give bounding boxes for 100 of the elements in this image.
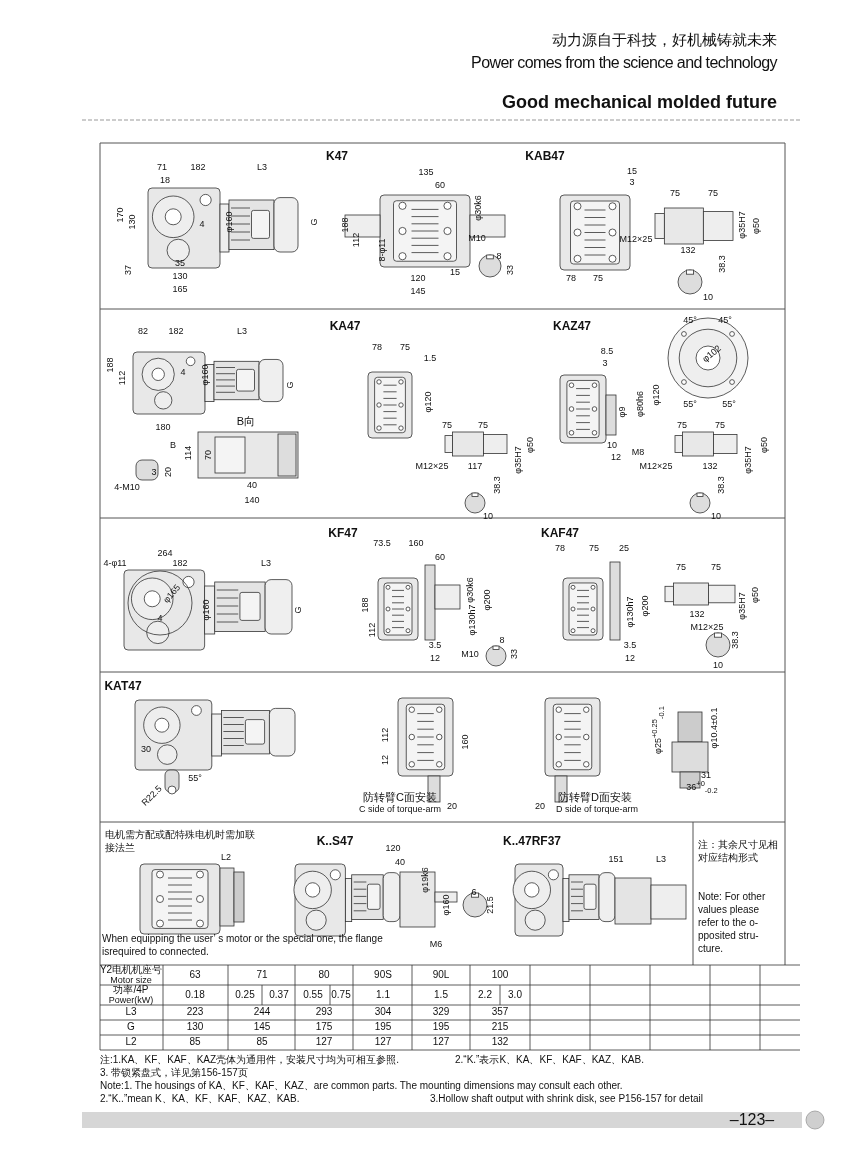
- table-value: 1.5: [434, 990, 448, 1000]
- dimension-label: φ200: [482, 589, 492, 611]
- dimension-label: 8: [499, 635, 505, 645]
- table-value: 244: [253, 1007, 271, 1017]
- dimension-label: L3: [257, 162, 267, 172]
- dimension-label: L3: [656, 854, 666, 864]
- model-title: K47: [326, 150, 348, 162]
- dimension-label: 3.5: [623, 640, 637, 650]
- dimension-label: 182: [168, 326, 184, 336]
- dimension-label: M10: [468, 233, 486, 243]
- dimension-label: 40: [247, 480, 257, 490]
- dimension-label: 10: [711, 511, 721, 521]
- dimension-label: 8: [496, 251, 502, 261]
- dimension-label: 151: [608, 854, 624, 864]
- dimension-label: 3: [151, 467, 157, 477]
- footnote-text: 3. 带锁紧盘式，详见第156-157页: [100, 1068, 248, 1078]
- dimension-label: 75: [400, 342, 410, 352]
- dimension-label: 130: [172, 271, 188, 281]
- dimension-label: φ160: [441, 894, 451, 916]
- dimension-label: 33: [509, 649, 519, 659]
- dimension-label: φ19k6: [420, 867, 430, 893]
- table-value: 132: [491, 1037, 509, 1047]
- model-title: KAB47: [525, 150, 565, 162]
- dimension-label: 75: [589, 543, 599, 553]
- dimension-label: 4: [199, 219, 205, 229]
- dimension-label: 15: [450, 267, 460, 277]
- dimension-label: M12×25: [415, 461, 449, 471]
- table-value: 195: [432, 1022, 450, 1032]
- table-value: 63: [189, 970, 201, 980]
- dimension-label: 8-φ11: [377, 238, 387, 262]
- table-value: 100: [491, 970, 509, 980]
- dimension-label: G: [293, 606, 303, 614]
- dimension-label: 20: [163, 467, 173, 477]
- dimension-label: φ9: [617, 406, 627, 418]
- dimension-label: 188: [105, 357, 115, 373]
- dimension-label: L3: [261, 558, 271, 568]
- dimension-label: 37: [123, 265, 133, 275]
- table-value: 127: [432, 1037, 450, 1047]
- dimension-label: 182: [172, 558, 188, 568]
- dimension-label: φ160: [224, 211, 234, 233]
- dimension-label: 75: [711, 562, 721, 572]
- dimension-label: 55°: [188, 773, 202, 783]
- dimension-label: 160: [460, 734, 470, 750]
- dimension-label: 6: [471, 887, 477, 897]
- table-value: 80: [318, 970, 330, 980]
- footnote-text: 注:1.KA、KF、KAF、KAZ壳体为通用件，安装尺寸均为可相互参照.: [100, 1055, 399, 1065]
- dimension-label: 4-φ11: [103, 558, 127, 568]
- dimension-label: 3.5: [428, 640, 442, 650]
- dimension-label: L3: [237, 326, 247, 336]
- dimension-label: φ200: [640, 595, 650, 617]
- dimension-label: 12: [625, 653, 635, 663]
- dimension-label: M12×25: [639, 461, 673, 471]
- table-value: Power(kW): [108, 995, 154, 1005]
- dimension-label: 75: [708, 188, 718, 198]
- dimension-label: 82: [138, 326, 148, 336]
- dimension-label: L2: [221, 852, 231, 862]
- dimension-label: 135: [418, 167, 434, 177]
- dimension-label: φ30k6: [465, 577, 475, 603]
- table-value: Motor size: [110, 975, 152, 985]
- dimension-label: 45°: [683, 315, 697, 325]
- dimension-label: 182: [190, 162, 206, 172]
- dimension-label: 38.3: [716, 476, 726, 494]
- slogan-text: 动力源自于科技，好机械铸就未来: [552, 32, 777, 48]
- dimension-label: M12×25: [619, 234, 653, 244]
- dimension-label: 防转臂C面安装: [363, 791, 437, 803]
- table-value: 90S: [374, 970, 392, 980]
- dimension-label: 60: [435, 180, 445, 190]
- table-value: 85: [189, 1037, 201, 1047]
- dimension-label: 12: [430, 653, 440, 663]
- table-value: 127: [315, 1037, 333, 1047]
- dimension-label: 264: [157, 548, 173, 558]
- dimension-label: 78: [555, 543, 565, 553]
- dimension-label: 71: [157, 162, 167, 172]
- table-value: 90L: [432, 970, 450, 980]
- table-value: L2: [125, 1037, 137, 1047]
- dimension-label: M6: [429, 939, 443, 949]
- dimension-label: 112: [117, 370, 127, 386]
- table-value: 0.25: [235, 990, 255, 1000]
- table-value: 0.18: [185, 990, 205, 1000]
- dimension-label: 3: [629, 177, 635, 187]
- dimension-label: G: [285, 381, 295, 389]
- dimension-label: φ50: [751, 218, 761, 234]
- table-value: 223: [186, 1007, 204, 1017]
- dimension-label: 21.5: [485, 896, 495, 914]
- dimension-label: 8.5: [600, 346, 614, 356]
- table-value: 215: [491, 1022, 509, 1032]
- dimension-label: 4-M10: [114, 482, 140, 492]
- dimension-label: φ120: [651, 384, 661, 406]
- dimension-label: 120: [385, 843, 401, 853]
- dimension-label: φ35H7: [743, 446, 753, 474]
- dimension-label: M10: [461, 649, 479, 659]
- dimension-label: 160: [408, 538, 424, 548]
- table-value: 0.37: [269, 990, 289, 1000]
- dimension-label: 38.3: [492, 476, 502, 494]
- table-value: 175: [315, 1022, 333, 1032]
- table-value: 145: [253, 1022, 271, 1032]
- dimension-label: 180: [155, 422, 171, 432]
- model-title: KA47: [329, 320, 361, 332]
- table-value: Y2电机机座号: [99, 965, 163, 975]
- dimension-label: C side of torque-arm: [359, 804, 441, 814]
